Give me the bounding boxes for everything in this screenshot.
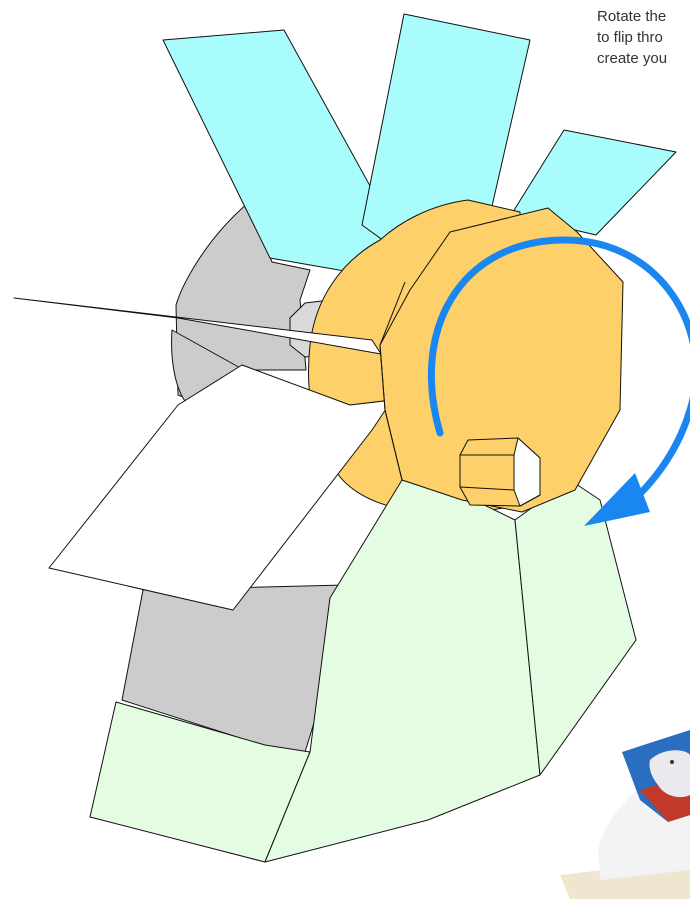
instruction-line-3: create you: [597, 48, 690, 69]
instruction-text: Rotate the to flip thro create you: [597, 6, 690, 69]
card-large: [49, 365, 392, 610]
paper-card-photo: [560, 730, 690, 899]
crank-handle[interactable]: [460, 438, 540, 506]
instruction-line-1: Rotate the: [597, 6, 690, 27]
instruction-line-2: to flip thro: [597, 27, 690, 48]
